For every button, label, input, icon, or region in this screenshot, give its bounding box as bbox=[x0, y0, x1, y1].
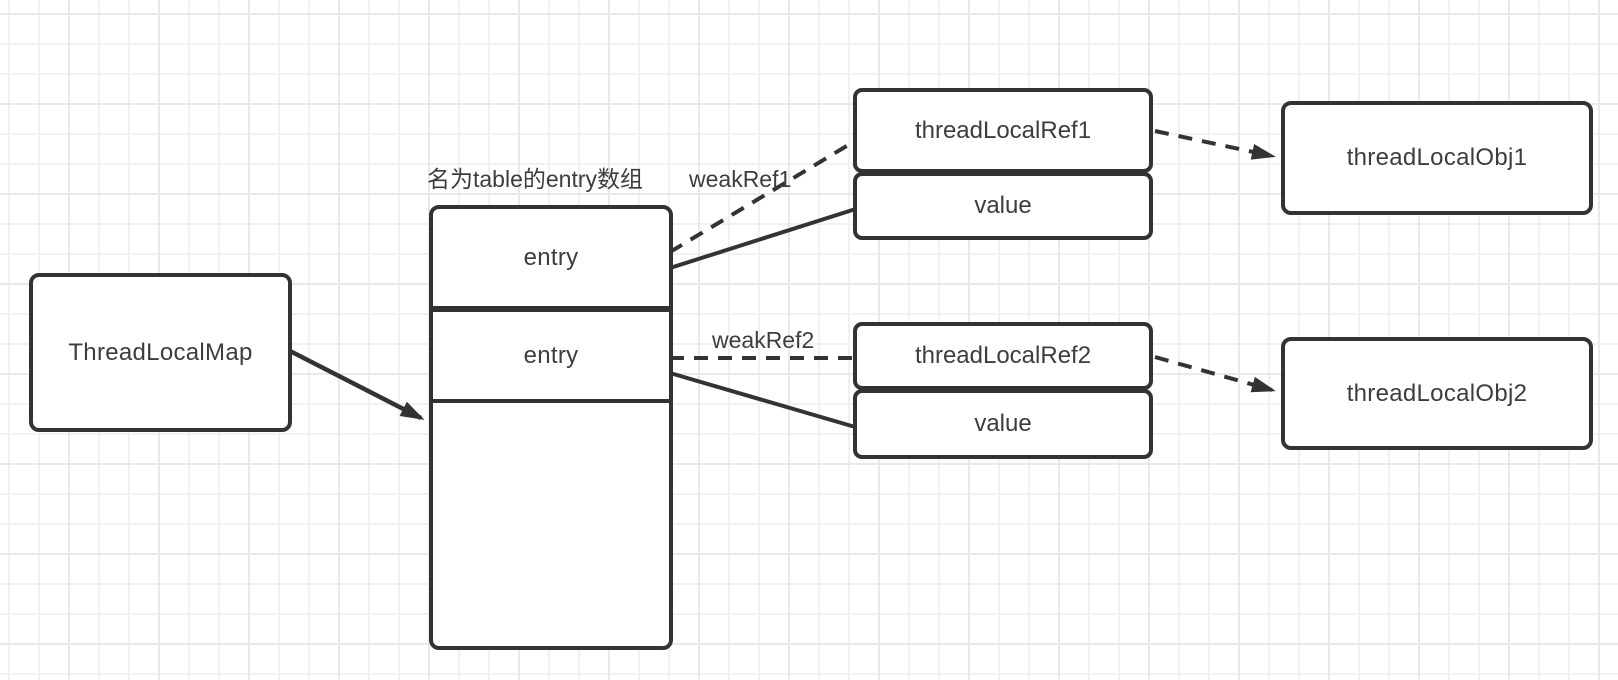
threadlocalobj1-node: threadLocalObj1 bbox=[1281, 101, 1593, 215]
entry1-to-value1-edge bbox=[669, 205, 863, 270]
entry2-to-value2-edge bbox=[669, 371, 863, 431]
weakref1-edge bbox=[668, 136, 862, 254]
table-caption: 名为table的entry数组 bbox=[427, 166, 644, 192]
threadlocalref1-node: threadLocalRef1 bbox=[853, 88, 1153, 173]
threadlocalref2-label: threadLocalRef2 bbox=[914, 342, 1092, 369]
ref2-to-obj2-arrow bbox=[1154, 355, 1276, 393]
value1-node: value bbox=[853, 172, 1153, 240]
threadlocalmap-node: ThreadLocalMap bbox=[29, 273, 292, 432]
entry-row-2-label: entry bbox=[523, 341, 579, 369]
ref2-value-stack: threadLocalRef2 value bbox=[853, 322, 1153, 459]
value2-label: value bbox=[974, 410, 1032, 437]
entry-row-2: entry bbox=[433, 312, 669, 403]
entry-row-1: entry bbox=[433, 209, 669, 312]
weakref1-edge-label: weakRef1 bbox=[689, 166, 792, 192]
entry-row-1-label: entry bbox=[523, 243, 579, 271]
threadlocalobj2-node: threadLocalObj2 bbox=[1281, 337, 1593, 450]
threadlocalmap-label: ThreadLocalMap bbox=[68, 338, 253, 366]
threadlocalref1-label: threadLocalRef1 bbox=[914, 116, 1092, 144]
value1-label: value bbox=[974, 192, 1032, 219]
threadlocalobj1-label: threadLocalObj1 bbox=[1346, 144, 1528, 171]
entry-row-3-empty bbox=[433, 403, 669, 646]
weakref2-edge-label: weakRef2 bbox=[712, 327, 815, 353]
threadlocalref2-node: threadLocalRef2 bbox=[853, 322, 1153, 390]
entry-table: entry entry bbox=[429, 205, 673, 650]
ref1-to-obj1-arrow bbox=[1154, 129, 1276, 160]
map-to-table-arrow bbox=[288, 348, 425, 421]
threadlocalobj2-label: threadLocalObj2 bbox=[1346, 379, 1528, 407]
ref1-value-stack: threadLocalRef1 value bbox=[853, 88, 1153, 240]
value2-node: value bbox=[853, 389, 1153, 459]
